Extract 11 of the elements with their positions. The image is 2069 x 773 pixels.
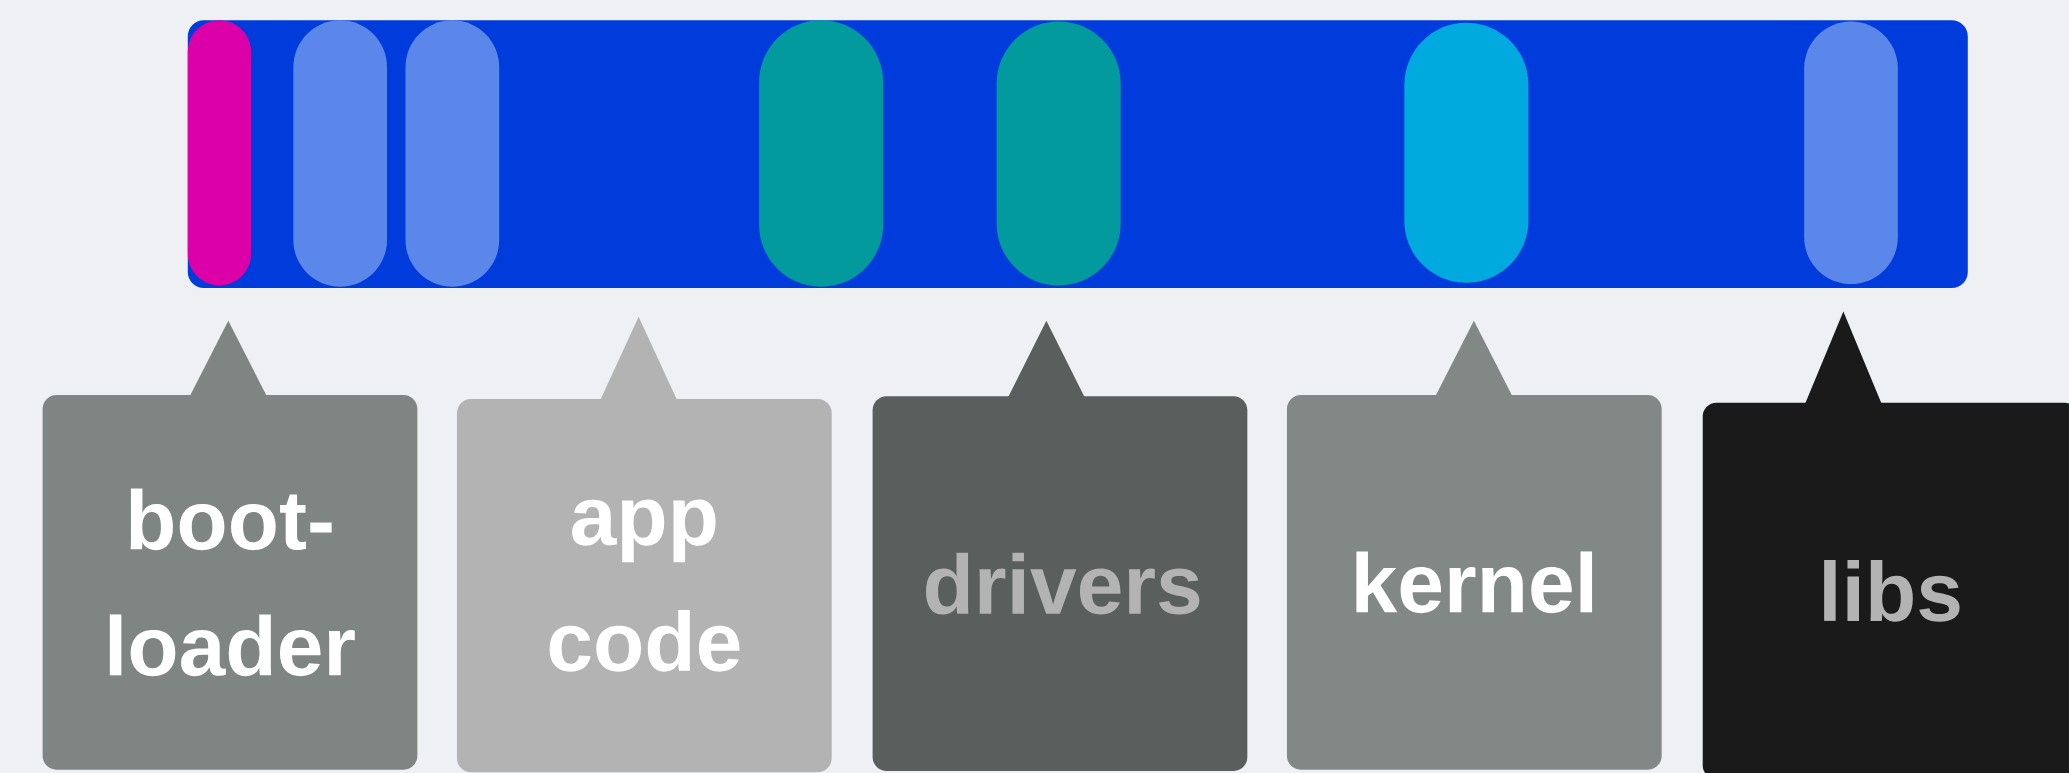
callout-box: drivers bbox=[872, 320, 1248, 771]
bar-segment bbox=[293, 20, 387, 287]
bar-segment bbox=[187, 20, 252, 286]
bar-segment bbox=[1804, 21, 1898, 284]
bar-segment bbox=[1404, 22, 1529, 283]
callout-box: libs bbox=[1702, 311, 2069, 773]
callout-box: kernel bbox=[1286, 320, 1662, 770]
bar-segment bbox=[405, 20, 500, 287]
callout-box: boot-loader bbox=[42, 320, 418, 770]
callout-box: app code bbox=[456, 316, 832, 773]
bar-segment bbox=[996, 21, 1121, 286]
